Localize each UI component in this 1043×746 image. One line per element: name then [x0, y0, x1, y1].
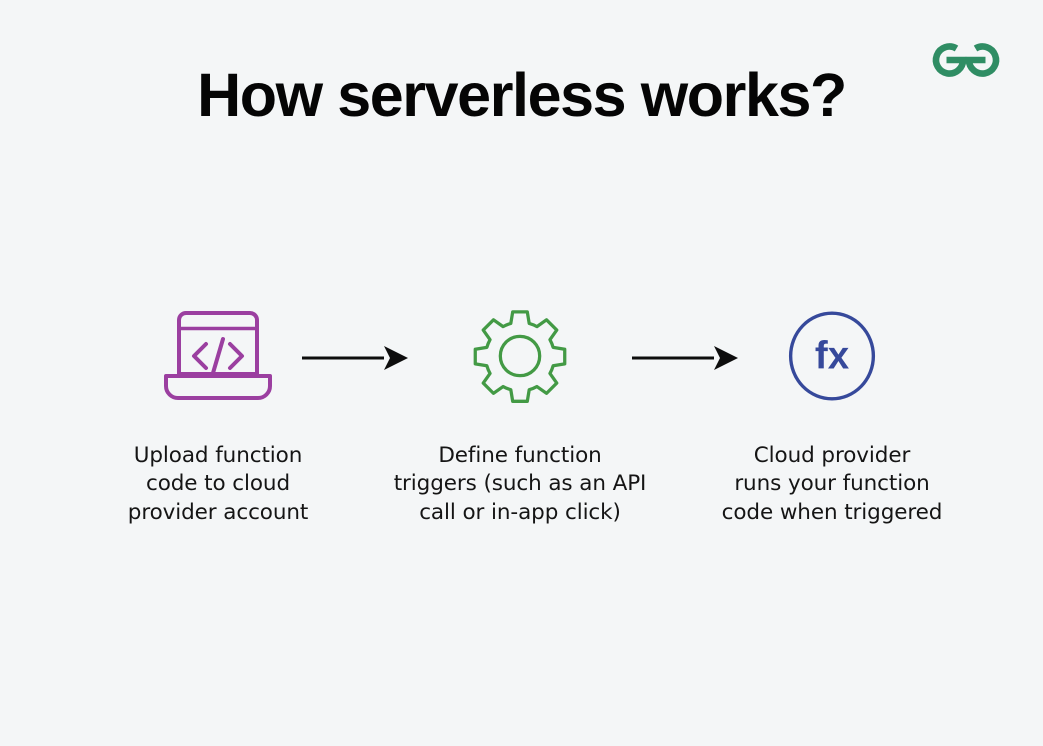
caption-line: Cloud provider [753, 443, 911, 468]
arrow-right-icon-2 [630, 338, 740, 378]
flow-step-2: Define function triggers (such as an API… [394, 300, 647, 527]
arrow-right-icon-1 [300, 338, 410, 378]
caption-line: provider account [127, 499, 309, 525]
page-title: How serverless works? [197, 61, 847, 129]
flow-step-1-caption: Upload function code to cloud provider a… [127, 442, 309, 527]
serverless-flow-diagram: Upload function code to cloud provider a… [0, 300, 1043, 540]
caption-line: Upload function [133, 443, 303, 468]
caption-line: code to cloud [145, 471, 291, 497]
flow-step-3: fx Cloud provider runs your function cod… [707, 300, 957, 527]
function-fx-icon: fx [785, 300, 879, 412]
flow-step-3-caption: Cloud provider runs your function code w… [722, 442, 943, 527]
caption-line: triggers (such as an API [393, 471, 647, 497]
caption-line: Define function [438, 443, 602, 468]
flow-step-2-caption: Define function triggers (such as an API… [394, 442, 647, 527]
caption-line: call or in-app click) [419, 499, 621, 525]
caption-line: code when triggered [721, 499, 943, 525]
caption-line: runs your function [734, 471, 930, 497]
geeksforgeeks-logo [926, 34, 1006, 82]
laptop-code-icon [156, 300, 280, 412]
flow-step-1: Upload function code to cloud provider a… [93, 300, 343, 527]
fx-label: fx [815, 335, 850, 378]
gear-icon [472, 300, 568, 412]
